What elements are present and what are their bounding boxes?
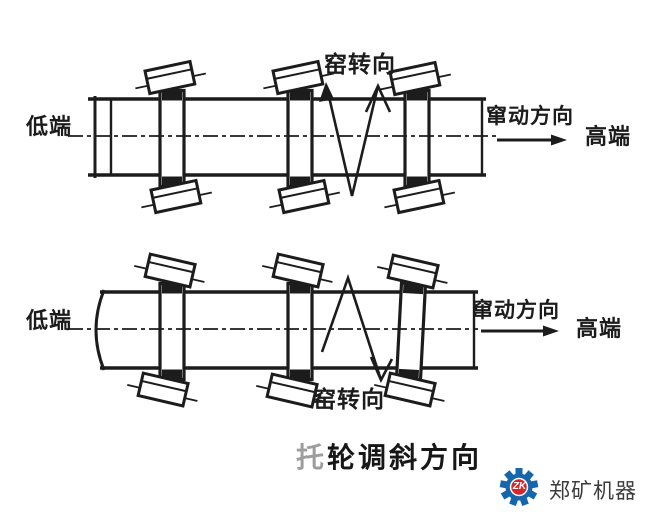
riding-ring <box>403 88 431 189</box>
support-roller <box>264 176 344 217</box>
axial-travel-label-bottom: 窜动方向 <box>472 299 560 322</box>
riding-ring <box>158 281 186 382</box>
riding-ring <box>394 281 428 382</box>
rotation-arrow <box>320 273 394 384</box>
logo-monogram: ZK <box>512 481 527 492</box>
support-roller <box>379 176 459 217</box>
riding-ring <box>158 88 186 189</box>
axial-travel-arrow <box>497 134 567 146</box>
figure-caption-text: 轮调斜方向 <box>327 442 483 473</box>
low-end-label-top: 低端 <box>26 114 73 139</box>
riding-ring <box>286 281 314 382</box>
rotation-arrow <box>319 82 392 197</box>
support-roller <box>130 57 210 98</box>
axial-travel-label-top: 窜动方向 <box>486 105 574 128</box>
high-end-label-bottom: 高端 <box>576 316 623 341</box>
figure-caption: 托轮调斜方向 <box>296 436 482 476</box>
kiln-top-diagram <box>68 57 567 217</box>
company-name: 郑矿机器 <box>549 480 637 503</box>
figure-caption-faded-char: 托 <box>296 442 328 473</box>
riding-ring <box>286 88 314 189</box>
kiln-rotation-label-bottom: 窑转向 <box>313 386 385 412</box>
high-end-label-top: 高端 <box>585 124 632 149</box>
low-end-label-bottom: 低端 <box>26 308 73 333</box>
kiln-bottom-diagram <box>68 249 559 412</box>
kiln-rotation-label-top: 窑转向 <box>324 51 396 77</box>
axial-travel-arrow <box>481 325 559 337</box>
support-roller <box>136 176 216 217</box>
company-logo-gear-icon <box>499 468 539 507</box>
